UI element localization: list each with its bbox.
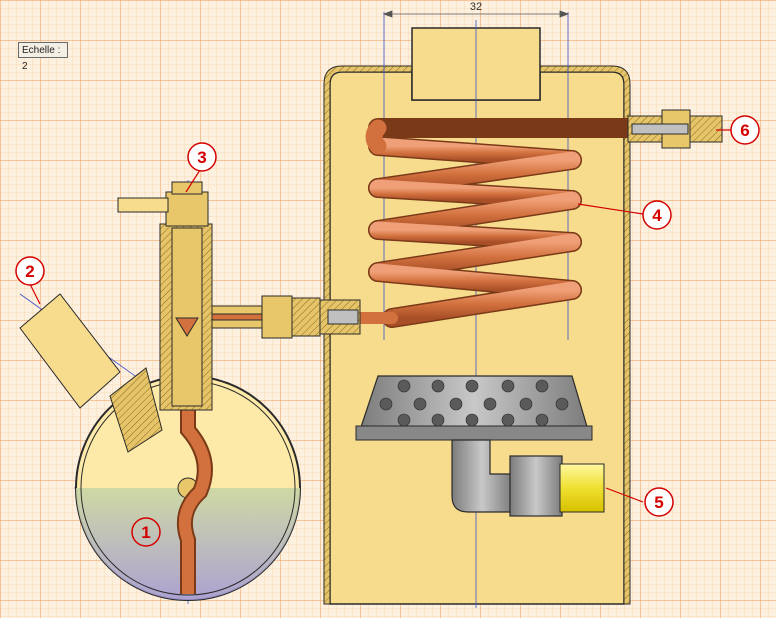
- callout-leaders: [29, 129, 731, 503]
- scale-indicator: Echelle : 2: [18, 42, 68, 72]
- scale-value: 2: [22, 61, 28, 72]
- callout-3: 3: [187, 142, 217, 172]
- callout-2: 2: [15, 256, 45, 286]
- svg-text:4: 4: [652, 206, 662, 225]
- svg-text:1: 1: [141, 523, 150, 542]
- dimension-line: [382, 10, 570, 18]
- burner: [355, 375, 593, 517]
- filler-plug: [19, 293, 163, 453]
- svg-text:3: 3: [197, 148, 206, 167]
- callout-5: 5: [644, 487, 674, 517]
- outlet-fitting: [627, 109, 723, 149]
- svg-text:6: 6: [740, 121, 749, 140]
- callout-6: 6: [730, 115, 760, 145]
- scale-label: Echelle :: [22, 45, 61, 56]
- copper-coil: [324, 118, 650, 328]
- callout-1: 1: [131, 517, 161, 547]
- valve-assembly: [117, 181, 213, 411]
- svg-text:5: 5: [654, 493, 663, 512]
- svg-text:2: 2: [25, 262, 34, 281]
- callout-4: 4: [642, 200, 672, 230]
- dimension-value: 32: [470, 1, 482, 13]
- inlet-pipe: [209, 295, 361, 339]
- gas-inlet-pipe: [559, 463, 605, 513]
